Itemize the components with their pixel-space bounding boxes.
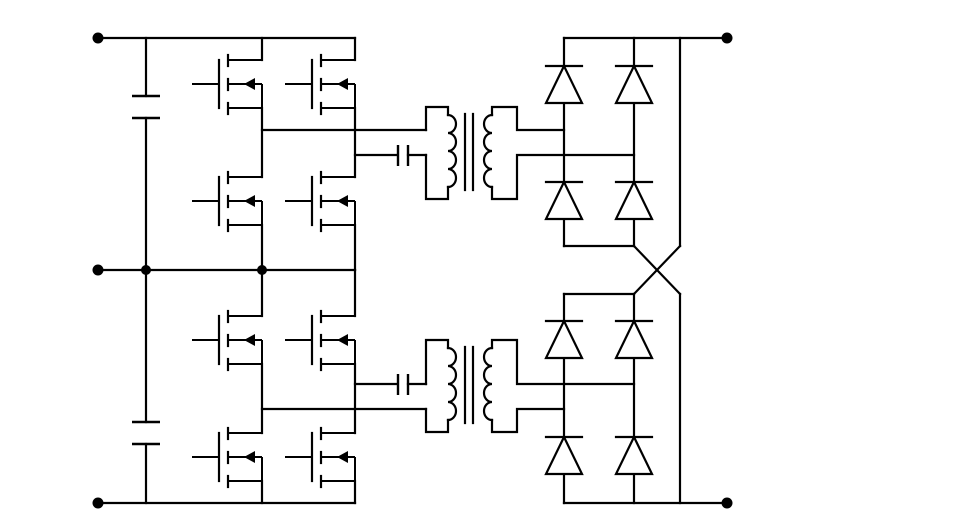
input-terminals <box>92 32 104 509</box>
transformer-b <box>424 338 636 434</box>
series-capacitor-a <box>396 145 428 166</box>
mosfet-q5 <box>190 309 264 372</box>
input-capacitor-bottom <box>132 268 160 505</box>
bridge-b-wiring <box>260 268 428 505</box>
terminal-bottom-left <box>92 497 104 509</box>
bridge-a-wiring <box>260 36 428 272</box>
diode-d2 <box>614 63 654 105</box>
mosfet-q6 <box>283 309 357 372</box>
mosfet-q1 <box>190 53 264 116</box>
diode-d3 <box>544 179 584 221</box>
terminal-top-left <box>92 32 104 44</box>
terminal-bottom-right <box>721 497 733 509</box>
mosfet-q4 <box>283 170 357 233</box>
input-capacitor-top <box>132 36 160 272</box>
terminal-mid-left <box>92 264 104 276</box>
mosfet-q8 <box>283 426 357 489</box>
mosfet-q3 <box>190 170 264 233</box>
diode-d5 <box>544 318 584 360</box>
transformer-a <box>424 105 636 201</box>
mosfet-q7 <box>190 426 264 489</box>
input-rails <box>96 36 357 505</box>
terminal-top-right <box>721 32 733 44</box>
diode-d4 <box>614 179 654 221</box>
diode-d6 <box>614 318 654 360</box>
diode-d8 <box>614 434 654 476</box>
diode-d7 <box>544 434 584 476</box>
mosfet-q2 <box>283 53 357 116</box>
output-rails <box>562 36 729 505</box>
series-capacitor-b <box>396 374 428 395</box>
diode-d1 <box>544 63 584 105</box>
junction-capacitor-mid <box>141 265 151 275</box>
